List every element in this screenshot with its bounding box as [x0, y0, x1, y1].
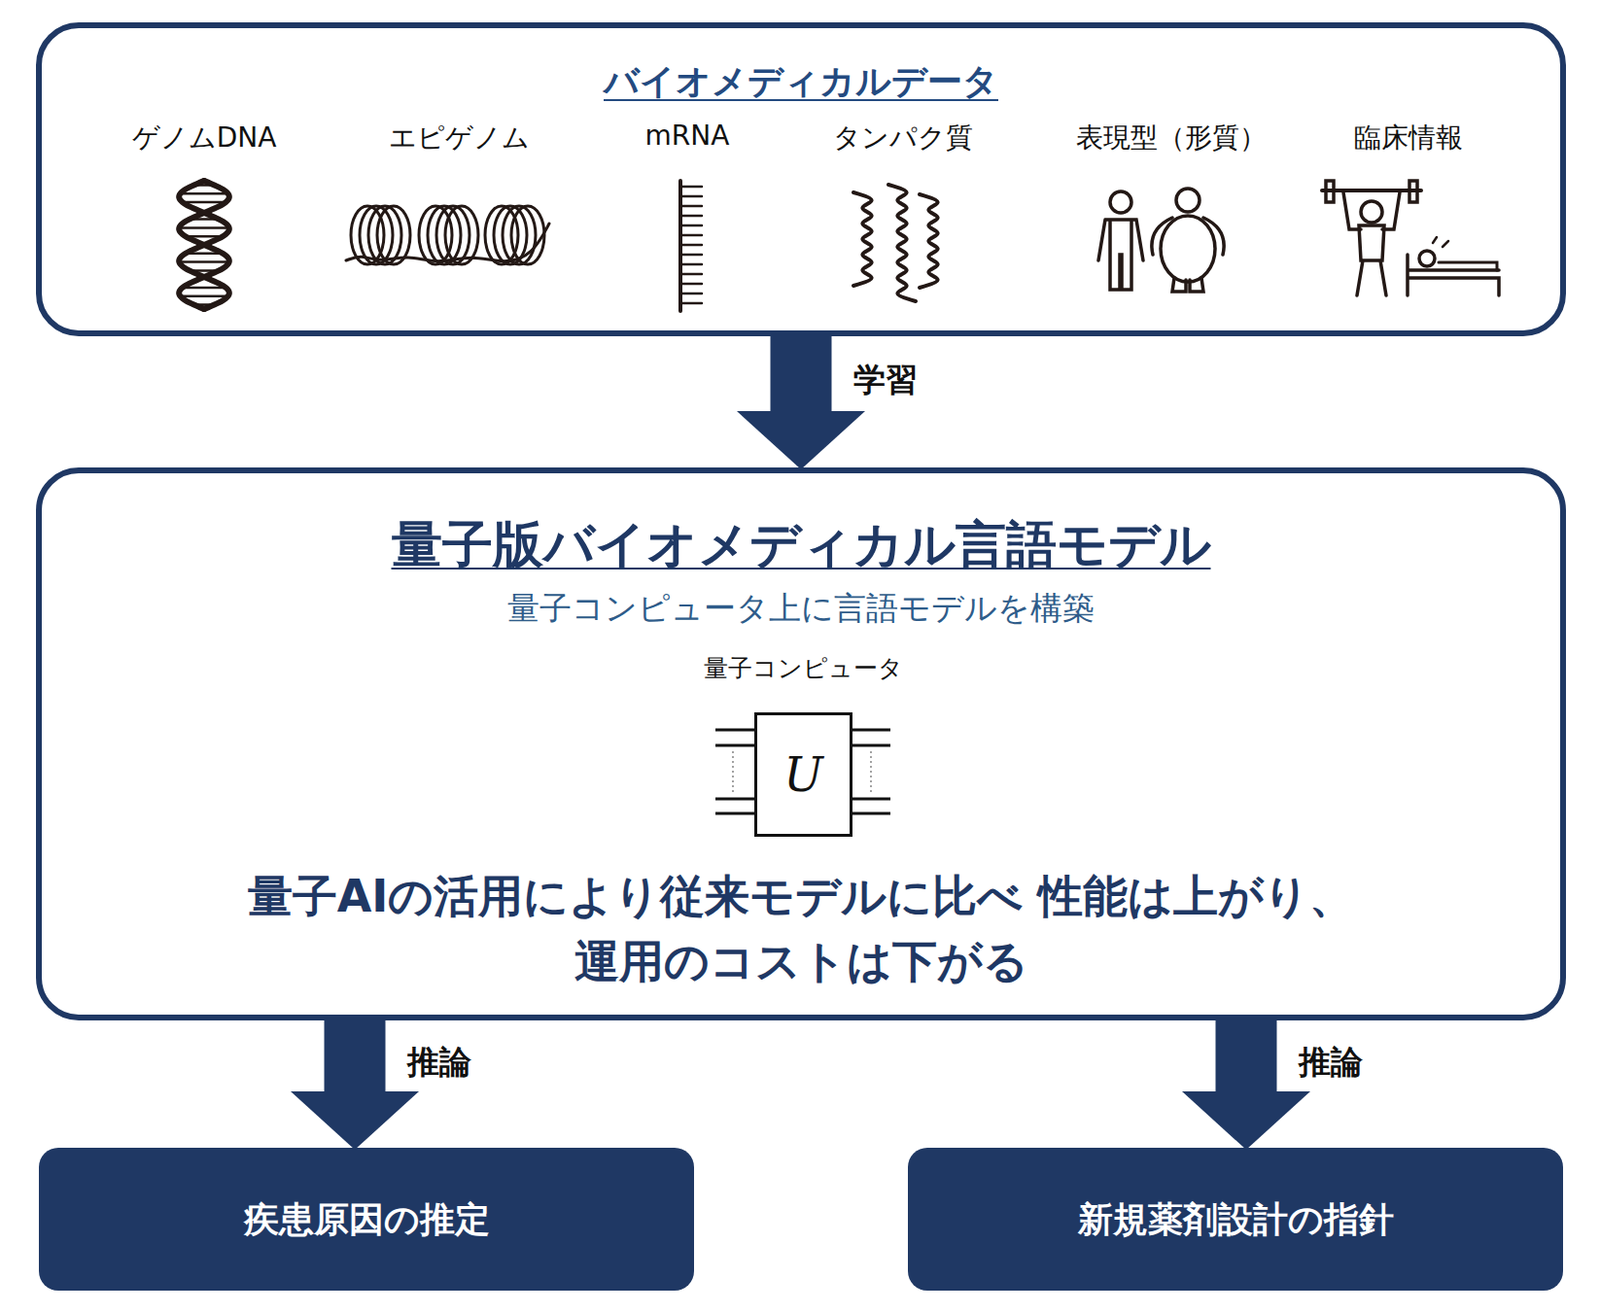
mrna-icon	[680, 180, 702, 312]
data-type-label: 臨床情報	[1354, 119, 1463, 157]
edge-label: 学習	[853, 358, 918, 403]
data-type-label: 表現型（形質）	[1076, 119, 1267, 157]
block-arrow	[736, 334, 866, 470]
dna-icon	[178, 180, 230, 310]
gate-caption: 量子コンピュータ	[676, 653, 930, 686]
block-arrow	[1182, 1018, 1311, 1150]
gate-symbol: U	[757, 744, 850, 805]
clinical-icon	[1321, 180, 1499, 296]
quantum-gate: 量子コンピュータ U	[676, 653, 930, 843]
data-type-label: ゲノムDNA	[132, 119, 278, 157]
data-type-label: mRNA	[645, 119, 731, 152]
output-box: 新規薬剤設計の指針	[907, 1147, 1564, 1291]
model-title: 量子版バイオメディカル言語モデル	[41, 512, 1561, 579]
model-note: 量子AIの活用により従来モデルに比べ 性能は上がり、運用のコストは下がる	[169, 864, 1433, 994]
edge-label: 推論	[407, 1041, 472, 1085]
data-panel: バイオメディカルデータ	[35, 22, 1566, 337]
model-subtitle: 量子コンピュータ上に言語モデルを構築	[41, 588, 1561, 630]
data-type-label: タンパク質	[833, 119, 974, 157]
gate-box: U	[754, 712, 853, 837]
person-icon	[1098, 188, 1224, 292]
model-panel: 量子コンピュータ U 量子版バイオメディカル言語モデル量子コンピュータ上に言語モデル…	[35, 467, 1566, 1021]
block-arrow	[290, 1018, 419, 1150]
chromatin-icon	[346, 206, 550, 265]
output-text: 新規薬剤設計の指針	[907, 1196, 1564, 1243]
edge-label: 推論	[1298, 1041, 1363, 1085]
output-text: 疾患原因の推定	[38, 1196, 695, 1243]
output-box: 疾患原因の推定	[38, 1147, 695, 1291]
protein-icon	[853, 184, 939, 302]
data-type-label: エピゲノム	[388, 119, 530, 157]
panel-heading: バイオメディカルデータ	[41, 59, 1561, 105]
